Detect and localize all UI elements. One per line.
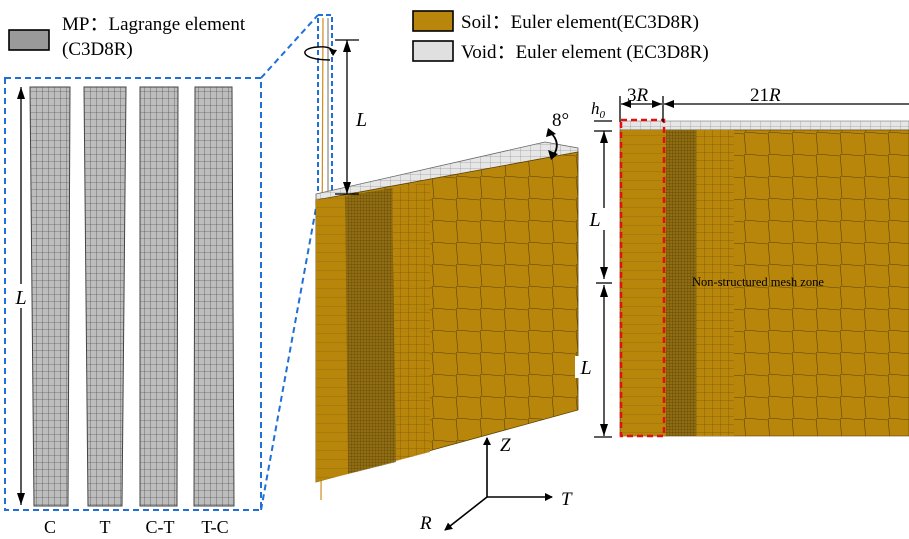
pile-label-c-t: C-T xyxy=(146,517,175,537)
mp-separator: ： xyxy=(89,14,108,35)
angle-label: 8° xyxy=(552,110,569,131)
legend-void: Void：Euler element (EC3D8R) xyxy=(412,40,709,63)
pile-length-arrow-top xyxy=(17,87,25,99)
svg-text:3R: 3R xyxy=(627,85,649,106)
soil-name: Soil xyxy=(461,12,492,33)
pile-c-t xyxy=(139,86,179,507)
lower-length-label: L xyxy=(579,357,591,379)
cross-section: Non-structured mesh zone h0 3R 21R L L xyxy=(575,85,909,438)
soil-dense-mesh-zone xyxy=(345,188,396,474)
pile-zoom-frame xyxy=(4,77,262,511)
pile-highlight-box xyxy=(317,14,333,198)
coordinate-axes: Z T R xyxy=(419,435,573,534)
h0-subscript: 0 xyxy=(600,109,606,121)
pile-label-t-c: T-C xyxy=(201,517,228,537)
r-axis-label: R xyxy=(419,513,432,534)
pile-t xyxy=(83,86,127,507)
t-axis-label: T xyxy=(561,489,573,510)
pile-length-arrow-bottom xyxy=(17,493,25,505)
svg-text:21R: 21R xyxy=(750,85,781,106)
pile-t-c xyxy=(193,86,235,507)
model-3d: L 8° xyxy=(304,14,579,501)
width-21r-number: 21 xyxy=(750,85,769,106)
z-axis-label: Z xyxy=(500,435,511,456)
pile-zoom-panel: L C T C-T T-C xyxy=(4,14,319,537)
soil-separator: ： xyxy=(492,12,511,33)
pile-c xyxy=(29,86,71,507)
pile-zone-highlight xyxy=(619,118,666,438)
mp-name: MP xyxy=(62,14,89,35)
soil-desc: Euler element(EC3D8R) xyxy=(511,12,699,33)
rotation-arrow-icon xyxy=(304,46,335,61)
zoom-connector-top xyxy=(260,14,319,79)
mp-desc-line2: (C3D8R) xyxy=(62,39,133,60)
pile-length-label: L xyxy=(14,287,26,309)
void-separator: ： xyxy=(497,42,516,63)
zoom-connector-bottom xyxy=(260,196,319,511)
mp-swatch xyxy=(8,29,50,51)
h0-label: h0 xyxy=(591,99,606,121)
pile-label-t: T xyxy=(100,517,111,537)
section-pile-zone xyxy=(621,130,665,436)
legend-mp: MP：Lagrange element (C3D8R) xyxy=(8,14,246,60)
svg-text:Void：Euler element (EC3D8R): Void：Euler element (EC3D8R) xyxy=(461,42,709,63)
pile-labels: C T C-T T-C xyxy=(44,517,229,537)
legend: MP：Lagrange element (C3D8R) Soil：Euler e… xyxy=(8,10,709,63)
svg-text:Soil：Euler element(EC3D8R): Soil：Euler element(EC3D8R) xyxy=(461,12,699,33)
pile-label-c: C xyxy=(44,517,56,537)
upper-length-label: L xyxy=(588,209,600,231)
soil-swatch xyxy=(412,10,454,32)
model-length-label: L xyxy=(355,109,367,131)
width-3r-var: R xyxy=(636,85,649,106)
width-21r-var: R xyxy=(768,85,781,106)
r-axis xyxy=(444,496,488,531)
void-swatch xyxy=(412,40,454,62)
width-3r-number: 3 xyxy=(627,85,637,106)
void-name: Void xyxy=(461,42,497,63)
svg-text:MP：Lagrange element: MP：Lagrange element xyxy=(62,14,246,35)
legend-soil: Soil：Euler element(EC3D8R) xyxy=(412,10,699,33)
mp-desc-line1: Lagrange element xyxy=(108,14,245,35)
void-desc: Euler element (EC3D8R) xyxy=(516,42,709,63)
mesh-zone-label: Non-structured mesh zone xyxy=(692,275,824,289)
section-dense-mesh xyxy=(666,130,696,436)
